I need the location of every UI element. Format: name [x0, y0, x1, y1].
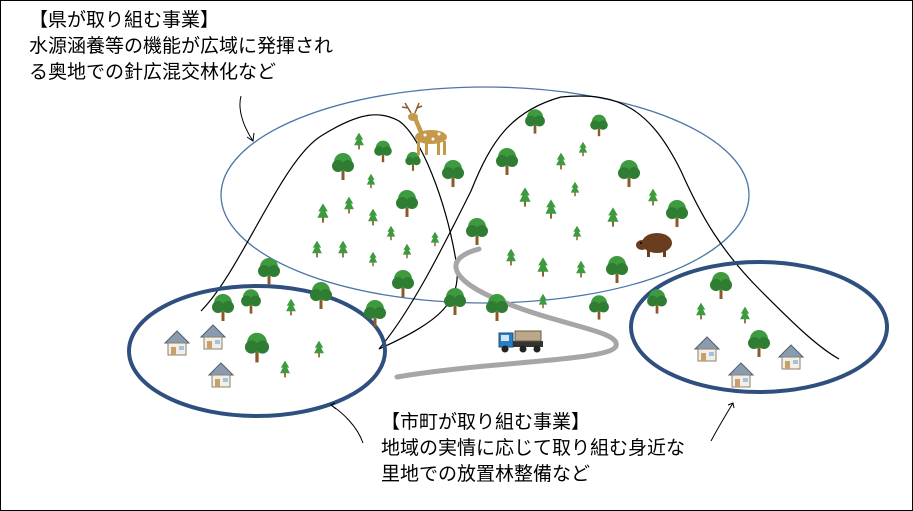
broadleaf-tree-icon [496, 148, 518, 175]
broadleaf-tree-icon [606, 256, 628, 283]
prefecture-text-line-1: 水源涵養等の機能が広域に発揮され [29, 35, 334, 57]
broadleaf-tree-icon [244, 332, 270, 363]
broadleaf-tree-icon [241, 289, 261, 314]
broadleaf-tree-icon [589, 295, 609, 320]
municipality-text-line-2: 里地での放置林整備など [381, 463, 591, 485]
municipality-caption: 【市町が取り組む事業】 地域の実情に応じて取り組む身近な 里地での放置林整備など [381, 409, 685, 487]
broadleaf-tree-icon [466, 218, 488, 245]
house-icon [163, 330, 191, 356]
broadleaf-tree-icon [405, 151, 421, 171]
conifer-tree-icon [344, 196, 354, 214]
conifer-tree-icon [578, 141, 588, 157]
municipality-title: 【市町が取り組む事業】 [381, 411, 591, 433]
left-satoyama-zone [127, 284, 387, 418]
trees-group [212, 109, 770, 378]
house-icon [199, 324, 227, 350]
broadleaf-tree-icon [392, 270, 414, 297]
prefecture-title: 【県が取り組む事業】 [29, 9, 220, 31]
conifer-tree-icon [402, 243, 412, 259]
conifer-tree-icon [572, 225, 582, 241]
right-satoyama-zone [629, 260, 889, 394]
broadleaf-tree-icon [310, 282, 332, 309]
wild-boar-icon [636, 233, 672, 257]
house-icon [693, 336, 721, 362]
prefecture-caption: 【県が取り組む事業】 水源涵養等の機能が広域に発揮され る奥地での針広混交林化な… [29, 7, 333, 85]
conifer-tree-icon [538, 293, 548, 309]
broadleaf-tree-icon [618, 160, 640, 187]
broadleaf-tree-icon [258, 258, 280, 285]
broadleaf-tree-icon [525, 109, 545, 134]
broadleaf-tree-icon [442, 160, 464, 187]
conifer-tree-icon [368, 251, 378, 267]
broadleaf-tree-icon [590, 114, 608, 137]
conifer-tree-icon [740, 306, 750, 324]
arrow-to-right-zone [710, 402, 735, 442]
broadleaf-tree-icon [710, 272, 732, 299]
broadleaf-tree-icon [374, 140, 392, 163]
broadleaf-tree-icon [332, 153, 354, 180]
broadleaf-tree-icon [666, 200, 688, 227]
remote-forest-zone [220, 86, 750, 304]
forest-road [394, 246, 619, 380]
broadleaf-tree-icon [444, 288, 466, 315]
log-truck-icon [498, 330, 543, 353]
houses-group [163, 324, 805, 388]
broadleaf-tree-icon [486, 294, 508, 321]
conifer-tree-icon [280, 360, 290, 378]
conifer-tree-icon [537, 257, 549, 277]
conifer-tree-icon [576, 260, 586, 278]
conifer-tree-icon [545, 199, 557, 219]
conifer-tree-icon [506, 248, 516, 266]
conifer-tree-icon [368, 208, 378, 226]
arrow-to-upper-zone [239, 95, 255, 142]
prefecture-text-line-2: る奥地での針広混交林化など [29, 61, 277, 83]
municipality-text-line-1: 地域の実情に応じて取り組む身近な [381, 437, 686, 459]
conifer-tree-icon [314, 340, 324, 358]
mountain-ridge [378, 95, 840, 360]
broadleaf-tree-icon [748, 330, 770, 357]
conifer-tree-icon [696, 302, 706, 320]
broadleaf-tree-icon [647, 289, 667, 314]
conifer-tree-icon [570, 181, 580, 197]
conifer-tree-icon [430, 231, 440, 247]
conifer-tree-icon [286, 298, 296, 316]
conifer-tree-icon [607, 207, 619, 227]
deer-icon [401, 102, 447, 155]
conifer-tree-icon [648, 188, 658, 206]
house-icon [727, 362, 755, 388]
conifer-tree-icon [317, 203, 329, 223]
conifer-tree-icon [386, 225, 396, 241]
conifer-tree-icon [312, 240, 322, 258]
broadleaf-tree-icon [364, 300, 386, 327]
arrow-to-left-zone [330, 402, 364, 444]
conifer-tree-icon [354, 132, 364, 150]
conifer-tree-icon [366, 173, 376, 189]
conifer-tree-icon [556, 152, 566, 170]
conifer-tree-icon [519, 187, 531, 207]
house-icon [777, 344, 805, 370]
house-icon [207, 362, 235, 388]
conifer-tree-icon [338, 240, 348, 258]
broadleaf-tree-icon [212, 294, 234, 321]
broadleaf-tree-icon [396, 190, 418, 217]
